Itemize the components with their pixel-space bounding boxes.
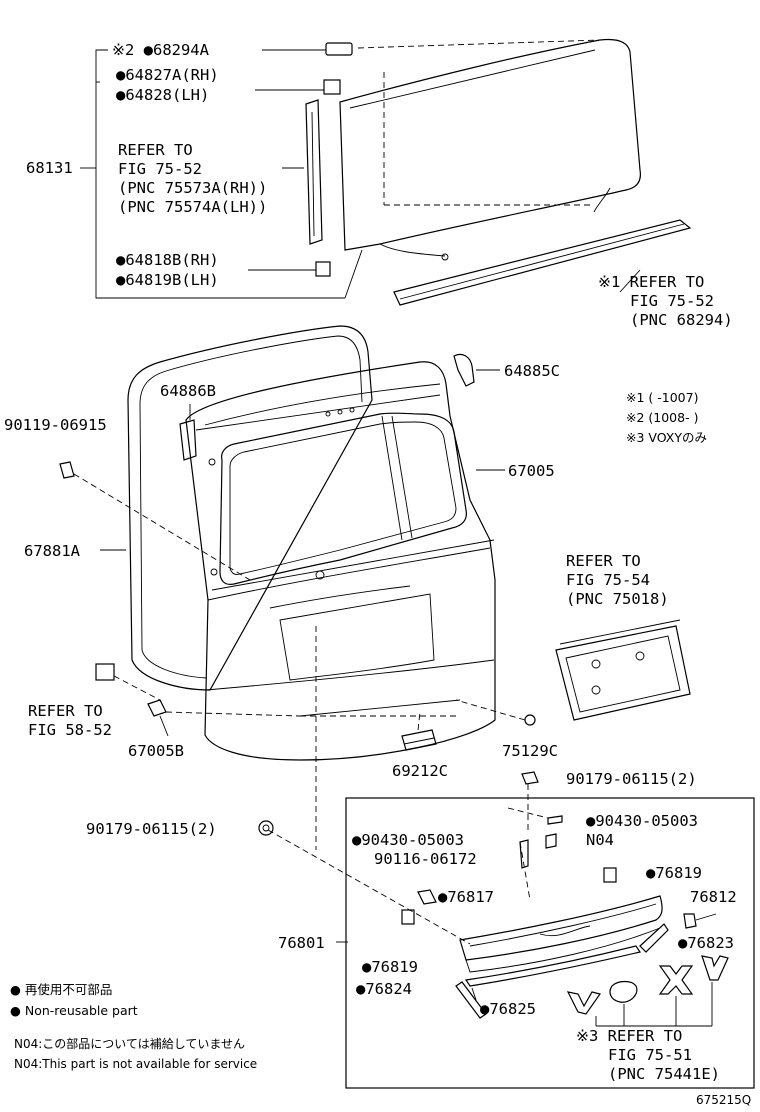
label-refer3-line2: FIG 75-54 bbox=[566, 571, 650, 589]
label-refer5-line3: (PNC 75441E) bbox=[608, 1065, 720, 1083]
clip-64818B bbox=[248, 261, 331, 277]
label-refer4-line2: FIG 58-52 bbox=[28, 721, 112, 739]
label-90179-lower: 90179-06115(2) bbox=[86, 820, 217, 838]
label-refer1-line4: (PNC 75574A(LH)) bbox=[118, 198, 267, 216]
screw-90430 bbox=[507, 807, 563, 901]
refer-58-52-square bbox=[95, 663, 161, 701]
bracket-64886B bbox=[179, 404, 197, 461]
label-76801: 76801 bbox=[278, 934, 325, 952]
side-moulding-68131 bbox=[282, 99, 323, 245]
weatherstrip-67881A bbox=[100, 325, 373, 691]
label-refer5-line2: FIG 75-51 bbox=[608, 1046, 692, 1064]
glass-position-outline bbox=[357, 39, 601, 206]
garnish-76801 bbox=[459, 895, 663, 973]
label-64886B: 64886B bbox=[160, 382, 216, 400]
emblem-76825 bbox=[464, 945, 641, 1001]
label-76819-upper: ●76819 bbox=[646, 864, 702, 882]
label-90179-upper: 90179-06115(2) bbox=[566, 770, 697, 788]
clip-68294A bbox=[262, 42, 353, 56]
label-refer3-line3: (PNC 75018) bbox=[566, 590, 669, 608]
label-refer1-line3: (PNC 75573A(RH)) bbox=[118, 179, 267, 197]
label-64828: ●64828(LH) bbox=[116, 86, 209, 104]
label-refer5-line1: ※3 REFER TO bbox=[576, 1027, 682, 1045]
bracket-68131 bbox=[80, 49, 363, 299]
label-64818B: ●64818B(RH) bbox=[116, 251, 219, 269]
strip-76824 bbox=[455, 981, 487, 1019]
note-3: ※3 VOXYのみ bbox=[626, 430, 707, 445]
clip-76812 bbox=[683, 913, 717, 929]
label-76819-lower: ●76819 bbox=[362, 958, 418, 976]
note-2: ※2 (1008- ) bbox=[626, 410, 698, 425]
label-64827A: ●64827A(RH) bbox=[116, 66, 219, 84]
label-67881A: 67881A bbox=[24, 542, 81, 560]
back-door-panel-67005 bbox=[185, 361, 505, 761]
label-refer1-line1: REFER TO bbox=[118, 141, 193, 159]
legend-jp: ● 再使用不可部品 bbox=[10, 982, 112, 997]
handle-69212C bbox=[401, 711, 437, 751]
clip-76817 bbox=[417, 889, 437, 905]
label-76817: ●76817 bbox=[438, 888, 494, 906]
clip-64827A bbox=[255, 79, 341, 95]
emblem-letters bbox=[566, 955, 729, 1027]
label-67005B: 67005B bbox=[128, 742, 184, 760]
label-67005: 67005 bbox=[508, 462, 555, 480]
label-90430-lower: ●90430-05003 bbox=[352, 831, 464, 849]
label-64885C: 64885C bbox=[504, 362, 560, 380]
nut-90179-upper bbox=[521, 771, 539, 785]
label-76824: ●76824 bbox=[356, 980, 412, 998]
label-76823: ●76823 bbox=[678, 934, 734, 952]
label-69212C: 69212C bbox=[392, 762, 448, 780]
label-76812: 76812 bbox=[690, 888, 737, 906]
garnish-box bbox=[345, 797, 755, 1089]
bolt-90119 bbox=[59, 461, 251, 581]
label-N04: N04 bbox=[586, 831, 614, 849]
trim-76823 bbox=[639, 923, 669, 953]
footnote-jp: N04:この部品については補給していません bbox=[14, 1036, 245, 1051]
label-refer2-line1: ※1 REFER TO bbox=[598, 273, 704, 291]
spoiler-strip bbox=[393, 219, 692, 306]
label-refer3-line1: REFER TO bbox=[566, 552, 641, 570]
label-76825: ●76825 bbox=[480, 1000, 536, 1018]
clip-76819b bbox=[401, 909, 415, 925]
label-refer2-line2: FIG 75-52 bbox=[630, 292, 714, 310]
stopper-67005B bbox=[147, 699, 301, 737]
cap-75129C bbox=[455, 699, 536, 726]
footnote-en: N04:This part is not available for servi… bbox=[14, 1057, 257, 1071]
label-68294A: ※2 ●68294A bbox=[112, 41, 210, 59]
label-90119: 90119-06915 bbox=[4, 416, 107, 434]
note-1: ※1 ( -1007) bbox=[626, 390, 698, 405]
guide-line-2 bbox=[267, 829, 471, 945]
label-90116: 90116-06172 bbox=[374, 850, 477, 868]
nut-90179-lower bbox=[258, 820, 274, 836]
label-75129C: 75129C bbox=[502, 742, 558, 760]
figure-code: 675215Q bbox=[696, 1093, 751, 1107]
label-68131: 68131 bbox=[26, 159, 73, 177]
bracket-64885C bbox=[453, 353, 500, 387]
back-door-glass bbox=[339, 38, 641, 261]
label-refer1-line2: FIG 75-52 bbox=[118, 160, 202, 178]
label-refer2-line3: (PNC 68294) bbox=[630, 311, 733, 329]
label-64819B: ●64819B(LH) bbox=[116, 271, 219, 289]
legend-en: ● Non-reusable part bbox=[10, 1003, 138, 1018]
label-90430-upper: ●90430-05003 bbox=[586, 812, 698, 830]
label-refer4-line1: REFER TO bbox=[28, 702, 103, 720]
clip-76819a bbox=[603, 867, 617, 883]
license-lamp-assembly bbox=[555, 619, 691, 721]
